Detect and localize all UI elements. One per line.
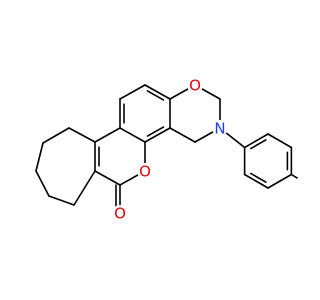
atom-f-bg — [296, 175, 300, 190]
cycloheptane-bond-4 — [35, 170, 50, 197]
benzene-bond-4 — [119, 127, 146, 143]
cycloheptane-bond-1 — [68, 127, 96, 143]
atom-o-lactone: O — [137, 163, 153, 181]
atom-o-oxazine-text: O — [189, 77, 201, 95]
atom-n-text: N — [214, 120, 225, 138]
benzene-double-2 — [146, 126, 165, 137]
molecule-diagram: O O O N F — [35, 77, 300, 223]
cycloheptane-bond-5 — [48, 195, 75, 206]
molecule-structure: O O O N F — [35, 77, 300, 223]
cycloheptane-bond-6 — [73, 170, 96, 206]
phenyl-double-3 — [250, 172, 267, 183]
atom-o-lactone-bg — [137, 163, 153, 179]
benzene-bond-1 — [144, 84, 171, 100]
phenyl-bond-4 — [243, 173, 269, 189]
benzene-double-1 — [146, 90, 165, 101]
oxazine-bond-5 — [169, 127, 196, 143]
atom-o-oxazine-bg — [187, 77, 203, 93]
atom-n: N — [212, 120, 228, 138]
cycloheptane-bond-3 — [35, 142, 44, 172]
phenyl-bond-6 — [243, 133, 269, 149]
atom-f: F — [296, 175, 300, 190]
benzene-bond-3 — [144, 127, 171, 143]
lactone-bond-5 — [94, 127, 121, 143]
atom-o-oxazine: O — [187, 77, 203, 95]
atom-n-bg — [212, 120, 228, 136]
lactone-bond-3 — [94, 170, 121, 186]
atom-o-carbonyl: O — [112, 205, 128, 223]
phenyl-bond-3 — [267, 173, 293, 189]
atom-o-carbonyl-bg — [112, 205, 128, 221]
benzene-bond-6 — [119, 84, 146, 100]
atom-o-carbonyl-text: O — [114, 205, 126, 223]
atom-o-lactone-text: O — [139, 163, 151, 181]
cycloheptane-bond-2 — [42, 127, 70, 144]
phenyl-bond-1 — [267, 133, 293, 149]
phenyl-double-1 — [250, 139, 267, 150]
